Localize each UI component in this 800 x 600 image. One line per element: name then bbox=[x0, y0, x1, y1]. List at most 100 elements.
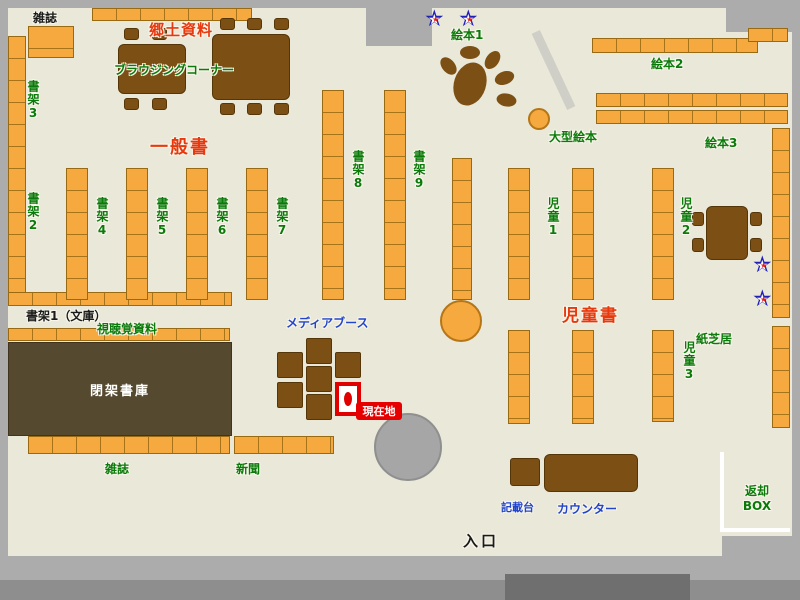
newspapers-label: 新聞 bbox=[236, 462, 261, 476]
shelf-7-label: 書架7 bbox=[275, 197, 289, 238]
media-booth-cell bbox=[277, 352, 303, 378]
media-booth-label: メディアブース bbox=[286, 316, 369, 330]
wall-top-center-block bbox=[366, 0, 432, 46]
local-materials-shelf bbox=[92, 8, 252, 21]
chair-icon bbox=[152, 98, 167, 110]
corner-shelf bbox=[748, 28, 788, 42]
media-booth-cell bbox=[335, 352, 361, 378]
shelf-6-label: 書架6 bbox=[215, 197, 229, 238]
shelf-8-label: 書架8 bbox=[351, 150, 365, 191]
shelf-7-unit bbox=[246, 168, 268, 300]
chair-icon bbox=[220, 18, 235, 30]
magazines-bottom-label: 雑誌 bbox=[105, 462, 130, 476]
chair-icon bbox=[124, 98, 139, 110]
large-picture-book-stand bbox=[528, 108, 550, 130]
children-lower-shelf-2 bbox=[572, 330, 594, 424]
star-marker-icon: ★★★ bbox=[752, 286, 773, 312]
closed-stacks-room: 閉架書庫 bbox=[8, 342, 232, 436]
wall-left bbox=[0, 0, 8, 600]
return-box-label-line1: 返却 bbox=[744, 484, 769, 498]
kamishibai-label: 紙芝居 bbox=[696, 332, 733, 346]
children-3-shelf bbox=[652, 330, 674, 422]
wall-top-right-block bbox=[726, 0, 800, 32]
closed-stacks-label: 閉架書庫 bbox=[89, 383, 150, 399]
writing-desk bbox=[510, 458, 540, 486]
media-booth-cell bbox=[306, 394, 332, 420]
children-books-label: 児童書 bbox=[562, 306, 619, 326]
local-materials-label: 郷土資料 bbox=[149, 21, 214, 39]
shelf-4-label: 書架4 bbox=[95, 197, 109, 238]
children-1-shelf bbox=[508, 168, 530, 300]
kamishibai-shelf bbox=[772, 326, 790, 428]
star-marker-icon: ★★★ bbox=[458, 6, 479, 32]
return-box-label-line2: BOX bbox=[742, 499, 772, 513]
children-2-label: 児童2 bbox=[679, 197, 693, 238]
children-lower-shelf-1 bbox=[508, 330, 530, 424]
pillar bbox=[374, 413, 442, 481]
shelf-9-unit bbox=[384, 90, 406, 300]
picture-books-3-label: 絵本3 bbox=[705, 136, 738, 150]
wall-bottom-right bbox=[722, 536, 800, 580]
shelf-4-unit bbox=[66, 168, 88, 300]
shelf-9-label: 書架9 bbox=[412, 150, 426, 191]
counter-desk bbox=[544, 454, 638, 492]
story-seat bbox=[481, 48, 504, 72]
return-box-label: 返却 BOX bbox=[728, 484, 786, 514]
chair-icon bbox=[124, 28, 139, 40]
chair-icon bbox=[750, 238, 762, 252]
shelf-8-unit bbox=[322, 90, 344, 300]
browsing-table-2 bbox=[212, 34, 290, 100]
chair-icon bbox=[274, 103, 289, 115]
wall-right bbox=[792, 0, 800, 600]
shelf-1-bunko-label: 書架1（文庫） bbox=[26, 309, 107, 323]
shelf-6-unit bbox=[186, 168, 208, 300]
story-seat bbox=[495, 91, 518, 109]
magazine-shelf-top bbox=[28, 26, 74, 58]
shelf-2-label: 書架2 bbox=[26, 192, 40, 233]
children-2-shelf bbox=[652, 168, 674, 300]
chair-icon bbox=[750, 212, 762, 226]
shelf-5-label: 書架5 bbox=[155, 197, 169, 238]
browsing-corner-label: ブラウジングコーナー bbox=[114, 63, 235, 77]
audiovisual-shelf bbox=[8, 328, 230, 341]
general-books-label: 一般書 bbox=[150, 137, 210, 158]
media-booth-cell bbox=[306, 366, 332, 392]
shelf-1-bunko-unit bbox=[8, 292, 232, 306]
picture-books-3-shelf-a bbox=[596, 93, 788, 107]
return-box-area bbox=[720, 452, 790, 532]
entrance-label: 入口 bbox=[463, 532, 500, 550]
media-booth-cell bbox=[277, 382, 303, 408]
chair-icon bbox=[152, 28, 167, 40]
picture-books-3-shelf-b bbox=[596, 110, 788, 124]
star-marker-icon: ★★★ bbox=[424, 6, 445, 32]
media-booth-cell bbox=[306, 338, 332, 364]
story-seat bbox=[492, 68, 517, 88]
children-table bbox=[706, 206, 748, 260]
audiovisual-label: 視聴覚資料 bbox=[97, 322, 158, 336]
shelf-5-unit bbox=[126, 168, 148, 300]
current-location-booth bbox=[335, 382, 361, 416]
right-wall-shelf-upper bbox=[772, 128, 790, 318]
large-picture-books-label: 大型絵本 bbox=[549, 130, 598, 144]
newspaper-shelf bbox=[234, 436, 334, 454]
chair-icon bbox=[692, 238, 704, 252]
shelf-2-3-unit bbox=[8, 36, 26, 298]
children-1-label: 児童1 bbox=[546, 197, 560, 238]
writing-desk-label: 記載台 bbox=[501, 501, 534, 514]
chair-icon bbox=[692, 212, 704, 226]
entrance-mat bbox=[505, 574, 690, 600]
round-table bbox=[440, 300, 482, 342]
counter-label: カウンター bbox=[557, 502, 618, 516]
chair-icon bbox=[274, 18, 289, 30]
chair-icon bbox=[247, 18, 262, 30]
browsing-table-1 bbox=[118, 44, 186, 94]
picture-books-1-label: 絵本1 bbox=[451, 28, 484, 42]
picture-books-2-label: 絵本2 bbox=[651, 57, 684, 71]
wall-diagonal bbox=[531, 30, 576, 110]
chair-icon bbox=[220, 103, 235, 115]
magazine-shelf-bottom bbox=[28, 436, 230, 454]
picture-books-2-shelf bbox=[592, 38, 758, 53]
magazines-top-label: 雑誌 bbox=[33, 11, 58, 25]
story-seat bbox=[460, 46, 480, 59]
